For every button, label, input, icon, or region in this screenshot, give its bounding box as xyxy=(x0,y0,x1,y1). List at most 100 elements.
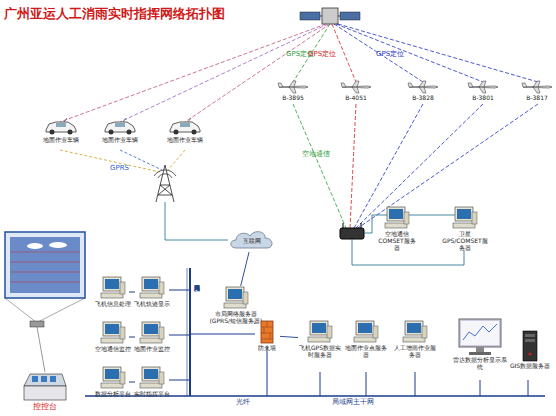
desk-symbol xyxy=(22,372,68,402)
cloud-node: 互联网 xyxy=(228,228,276,252)
device-node: 地面作业车辆 xyxy=(159,118,211,143)
device-node: B-3801 xyxy=(465,80,501,101)
device-node: 飞机轨迹显示 xyxy=(134,276,170,307)
monitor-icon xyxy=(457,318,503,356)
node-label: 人工增雨作业服务器 xyxy=(392,344,438,358)
device-node: 飞机GPS数据实时服务器 xyxy=(298,320,342,358)
node-label: B-3828 xyxy=(412,94,434,101)
pc-icon xyxy=(223,286,249,310)
node-label: B-4051 xyxy=(345,94,367,101)
node-label: 互联网 xyxy=(243,237,261,244)
annotation: GPRS xyxy=(110,164,129,172)
car-icon xyxy=(44,118,78,136)
router xyxy=(340,223,364,239)
pc-icon xyxy=(452,206,478,230)
monitor-symbol xyxy=(457,318,503,356)
node-label: 地面作业车辆 xyxy=(43,136,79,143)
node-label: GIS数据服务器 xyxy=(510,362,550,369)
pc-symbol xyxy=(402,320,428,344)
node-label: 地面作业监控 xyxy=(134,345,170,352)
annotation: 光纤 xyxy=(236,398,250,406)
device-node: B-3817 xyxy=(518,80,556,101)
device-node: 数据分析平台 xyxy=(95,366,131,397)
device-node: 飞机信息处理 xyxy=(95,276,131,307)
device-node: B-4051 xyxy=(338,80,374,101)
pc-icon xyxy=(307,320,333,344)
car-symbol xyxy=(44,118,78,136)
node-label: 飞机轨迹显示 xyxy=(134,300,170,307)
device-node: 空地通信COMSET服务器 xyxy=(376,206,418,251)
device-node: 控控台 xyxy=(18,372,72,411)
pc-icon xyxy=(100,321,126,345)
pc-symbol xyxy=(384,206,410,230)
pc-symbol xyxy=(100,276,126,300)
tower-symbol xyxy=(520,330,540,362)
pc-icon xyxy=(100,276,126,300)
pc-icon xyxy=(139,321,165,345)
plane-symbol xyxy=(521,80,553,94)
annotation: 空地通信 xyxy=(302,150,330,158)
plane-symbol xyxy=(340,80,372,94)
firewall-icon xyxy=(259,320,275,344)
device-node: GIS数据服务器 xyxy=(508,330,552,369)
device-node: 地面作业点服务器 xyxy=(344,320,388,358)
device-node: 市局网络服务器 (GPRS/短信服务器) xyxy=(205,286,267,324)
device-node: 防火墙 xyxy=(254,320,280,351)
pc-symbol xyxy=(139,321,165,345)
device-node: 地面作业监控 xyxy=(134,321,170,352)
plane-icon xyxy=(277,80,309,94)
satellite xyxy=(300,8,360,24)
pc-symbol xyxy=(353,320,379,344)
sat-links xyxy=(60,24,538,122)
pc-icon xyxy=(384,206,410,230)
lan-bus xyxy=(85,268,545,396)
plane-icon xyxy=(407,80,439,94)
plane-symbol xyxy=(467,80,499,94)
node-label: 空地通信监控 xyxy=(95,345,131,352)
node-label: 飞机GPS数据实时服务器 xyxy=(298,344,342,358)
desk-icon xyxy=(22,372,68,402)
device-node: 空地通信监控 xyxy=(95,321,131,352)
node-label: 卫星GPS/COMSET服务器 xyxy=(442,230,488,251)
pc-icon xyxy=(139,276,165,300)
node-label: 地面作业车辆 xyxy=(167,136,203,143)
tower xyxy=(154,165,176,202)
node-label: B-3817 xyxy=(526,94,548,101)
pc-icon xyxy=(402,320,428,344)
pc-symbol xyxy=(100,321,126,345)
node-label: B-3801 xyxy=(472,94,494,101)
device-node: 实时指挥平台 xyxy=(134,366,170,397)
node-label: 市局网络服务器 (GPRS/短信服务器) xyxy=(205,310,267,324)
plane-icon xyxy=(521,80,553,94)
connector xyxy=(241,252,249,286)
node-label: 地面作业车辆 xyxy=(102,136,138,143)
node-label: 空地通信COMSET服务器 xyxy=(376,230,418,251)
node-label: 防火墙 xyxy=(258,344,276,351)
plane-icon xyxy=(340,80,372,94)
pc-icon xyxy=(139,366,165,390)
annotation: 局域网主干网 xyxy=(332,398,374,406)
pc-symbol xyxy=(139,366,165,390)
car-icon xyxy=(168,118,202,136)
pc-symbol xyxy=(223,286,249,310)
plane-symbol xyxy=(277,80,309,94)
firewall-symbol xyxy=(259,320,275,344)
air-links xyxy=(293,104,538,228)
connector xyxy=(280,336,298,337)
device-node: 地面作业车辆 xyxy=(94,118,146,143)
node-label: 雷达数据分析显示系统 xyxy=(452,356,508,370)
title: 广州亚运人工消雨实时指挥网络拓扑图 xyxy=(4,6,225,21)
car-symbol xyxy=(103,118,137,136)
device-node: B-3828 xyxy=(405,80,441,101)
pc-symbol xyxy=(307,320,333,344)
device-node: 卫星GPS/COMSET服务器 xyxy=(442,206,488,251)
device-node: B-3895 xyxy=(275,80,311,101)
car-symbol xyxy=(168,118,202,136)
pc-icon xyxy=(100,366,126,390)
tower-icon xyxy=(520,330,540,362)
pc-symbol xyxy=(100,366,126,390)
pc-symbol xyxy=(452,206,478,230)
plane-icon xyxy=(467,80,499,94)
device-node: 雷达数据分析显示系统 xyxy=(452,318,508,370)
